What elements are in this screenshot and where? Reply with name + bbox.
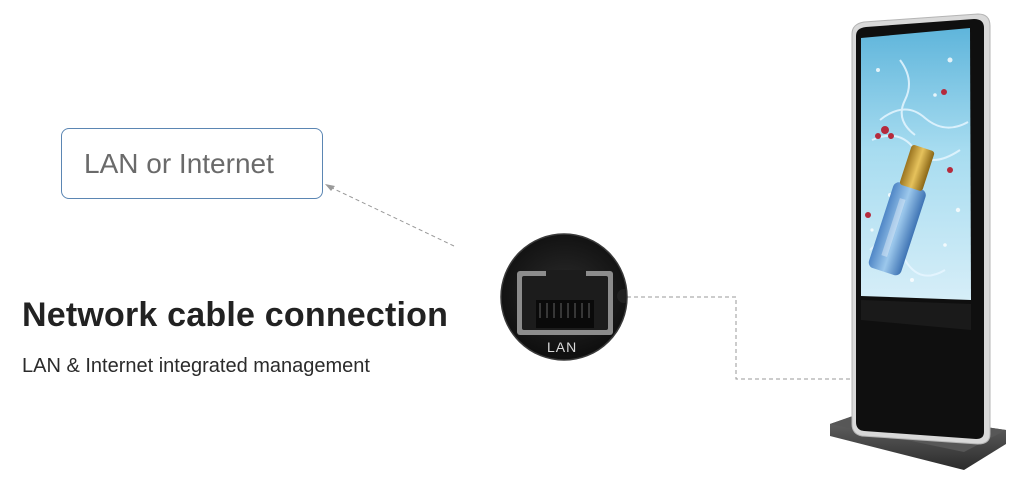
lan-or-internet-callout: LAN or Internet xyxy=(61,128,323,199)
arrowhead-icon xyxy=(325,184,335,191)
rj45-port-icon: LAN xyxy=(500,233,628,361)
page-subtitle: LAN & Internet integrated management xyxy=(22,355,370,377)
page-title: Network cable connection xyxy=(22,296,449,334)
connector-lines xyxy=(329,186,850,380)
port-label: LAN xyxy=(547,339,577,355)
kiosk-display-image xyxy=(830,13,1006,470)
callout-label: LAN or Internet xyxy=(84,147,274,179)
perfume-bottle-image xyxy=(868,145,935,276)
